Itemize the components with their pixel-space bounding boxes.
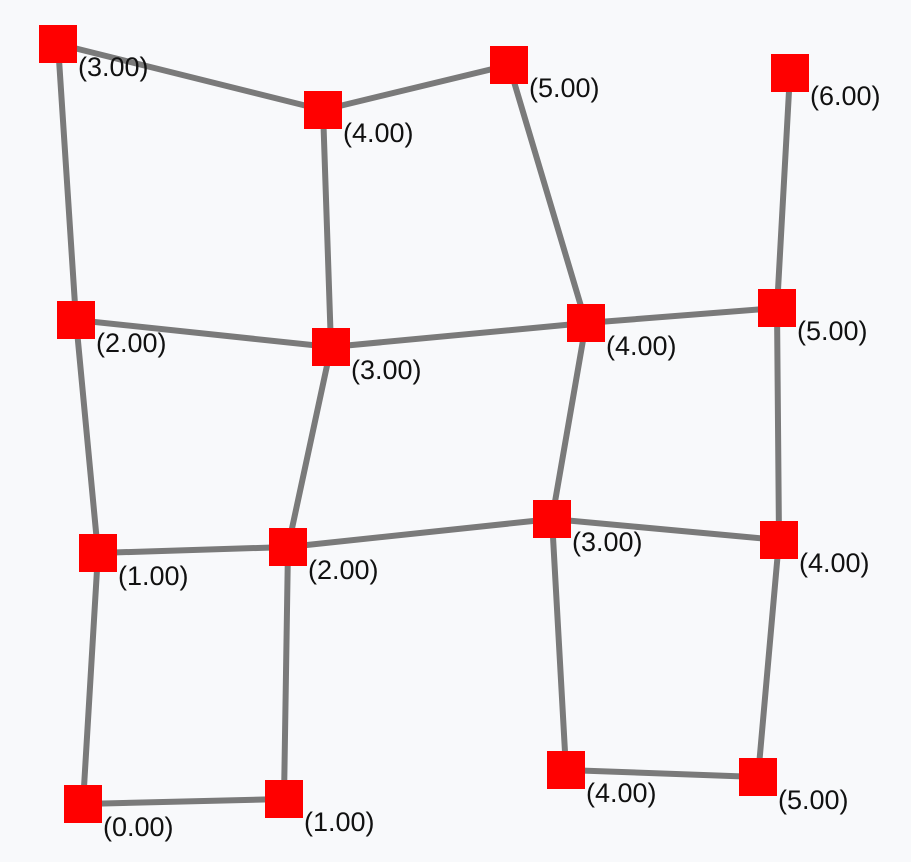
node-n4 <box>57 301 95 339</box>
edge-n4-n5 <box>73 317 334 350</box>
node-n2 <box>490 46 528 84</box>
node-n5 <box>312 328 350 366</box>
edge-n14-n15 <box>563 767 761 780</box>
edge-n6-n7 <box>583 305 780 326</box>
node-n8 <box>79 534 117 572</box>
node-label-n2: (5.00) <box>529 73 600 103</box>
edge-n3-n7 <box>774 70 793 311</box>
node-label-n5: (3.00) <box>351 355 422 385</box>
node-n7 <box>758 289 796 327</box>
edge-n8-n9 <box>95 544 291 556</box>
node-label-n7: (5.00) <box>797 316 868 346</box>
labels-layer: (3.00) (4.00) (5.00) (6.00) (2.00) (3.00) (4.0… <box>78 52 881 842</box>
edge-n5-n6 <box>328 320 589 350</box>
node-label-n0: (3.00) <box>78 52 149 82</box>
edge-n2-n6 <box>506 62 589 326</box>
node-label-n12: (0.00) <box>103 812 174 842</box>
edge-n7-n11 <box>774 305 782 543</box>
node-n13 <box>265 780 303 818</box>
node-label-n10: (3.00) <box>572 527 643 557</box>
edge-n10-n14 <box>549 516 569 773</box>
edge-n0-n4 <box>55 41 79 323</box>
edge-n10-n11 <box>549 516 782 543</box>
node-n11 <box>760 521 798 559</box>
node-label-n1: (4.00) <box>343 118 414 148</box>
node-n12 <box>64 785 102 823</box>
edge-n9-n10 <box>285 516 555 550</box>
node-label-n15: (5.00) <box>778 785 849 815</box>
node-n9 <box>269 528 307 566</box>
edge-n8-n12 <box>80 550 101 807</box>
node-label-n11: (4.00) <box>799 548 870 578</box>
edge-n5-n9 <box>285 344 334 550</box>
node-label-n6: (4.00) <box>606 331 677 361</box>
edges-layer <box>55 41 793 807</box>
node-n10 <box>533 500 571 538</box>
edge-n1-n2 <box>320 62 512 113</box>
edge-n12-n13 <box>80 796 287 807</box>
edge-n6-n10 <box>549 320 589 522</box>
node-label-n13: (1.00) <box>304 807 375 837</box>
edge-n1-n5 <box>320 107 334 350</box>
node-label-n8: (1.00) <box>118 561 189 591</box>
edge-n9-n13 <box>281 544 291 802</box>
node-n14 <box>547 751 585 789</box>
nodes-layer <box>39 25 809 823</box>
node-n6 <box>567 304 605 342</box>
node-n1 <box>304 91 342 129</box>
edge-n11-n15 <box>755 537 782 780</box>
node-label-n3: (6.00) <box>810 81 881 111</box>
edge-n0-n1 <box>55 41 326 113</box>
node-n3 <box>771 54 809 92</box>
node-label-n14: (4.00) <box>586 778 657 808</box>
edge-n4-n8 <box>73 317 101 556</box>
node-label-n9: (2.00) <box>308 555 379 585</box>
node-n0 <box>39 25 77 63</box>
node-n15 <box>739 758 777 796</box>
node-label-n4: (2.00) <box>96 328 167 358</box>
